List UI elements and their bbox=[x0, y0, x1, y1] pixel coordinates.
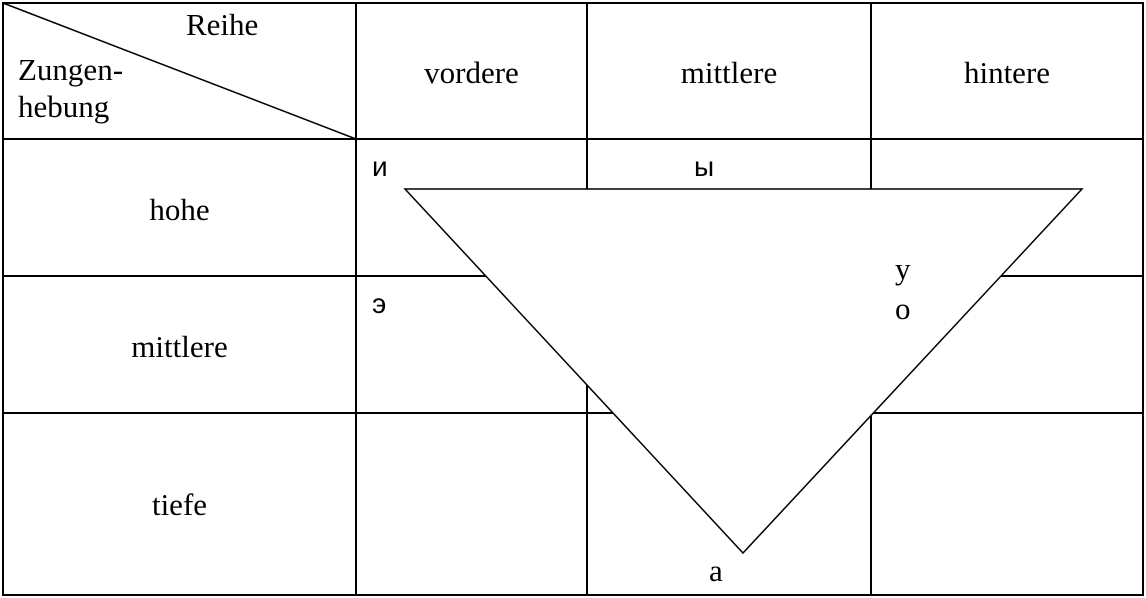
row-header-tiefe: tiefe bbox=[152, 487, 207, 522]
corner-diagonal bbox=[2, 2, 357, 140]
column-header-vordere: vordere bbox=[424, 55, 519, 90]
vowel-e-label: э bbox=[372, 288, 386, 319]
vowel-y-label: ы bbox=[694, 151, 714, 182]
corner-label-hebung: hebung bbox=[18, 89, 109, 124]
row-header-hohe: hohe bbox=[149, 192, 209, 227]
vowel-i-label: и bbox=[372, 151, 388, 182]
column-header-hintere: hintere bbox=[964, 55, 1050, 90]
corner-label-reihe: Reihe bbox=[186, 7, 258, 42]
vowel-triangle bbox=[403, 188, 1084, 555]
vowel-o-label: о bbox=[895, 291, 911, 326]
vowel-a-label: а bbox=[709, 553, 723, 588]
column-header-mittlere: mittlere bbox=[681, 55, 777, 90]
row-header-mittlere: mittlere bbox=[131, 329, 227, 364]
vowel-u-label: у bbox=[895, 251, 911, 286]
corner-label-zungen: Zungen- bbox=[18, 52, 123, 87]
